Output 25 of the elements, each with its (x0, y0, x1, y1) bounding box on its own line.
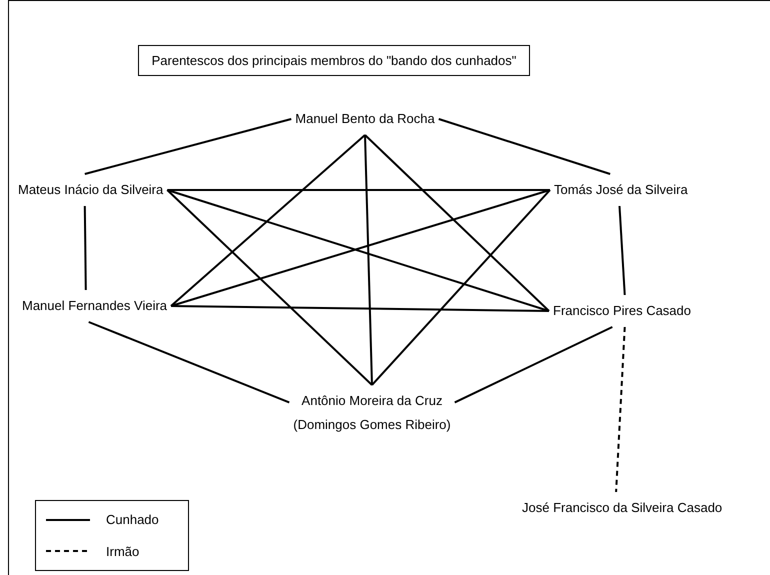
connector-line (167, 189, 550, 191)
person-name: (Domingos Gomes Ribeiro) (293, 416, 451, 434)
connector-line (166, 189, 373, 386)
person-name: Antônio Moreira da Cruz (302, 392, 442, 410)
connector-line (371, 189, 551, 386)
person-name: Francisco Pires Casado (553, 302, 691, 320)
person-name: Tomás José da Silveira (554, 181, 688, 199)
legend-label: Cunhado (106, 511, 159, 529)
person-name: Manuel Bento da Rocha (295, 110, 435, 128)
title: Parentescos dos principais membros do "bando dos cunhados" (138, 45, 530, 76)
connector-line (364, 134, 550, 312)
connector-line (618, 206, 626, 296)
connector-line (171, 305, 550, 312)
connector-line (438, 118, 610, 175)
person-name: Manuel Fernandes Vieira (22, 297, 168, 315)
connector-line (88, 321, 290, 404)
person-name: José Francisco da Silveira Casado (522, 499, 722, 517)
connector-line (454, 326, 613, 404)
legend-label: Irmão (106, 542, 140, 560)
connector-line (364, 134, 373, 386)
connector-line (84, 206, 87, 290)
person-name: Mateus Inácio da Silveira (18, 181, 164, 199)
dashed-line (615, 326, 626, 492)
connector-line (170, 134, 366, 307)
connector-line (84, 118, 292, 175)
